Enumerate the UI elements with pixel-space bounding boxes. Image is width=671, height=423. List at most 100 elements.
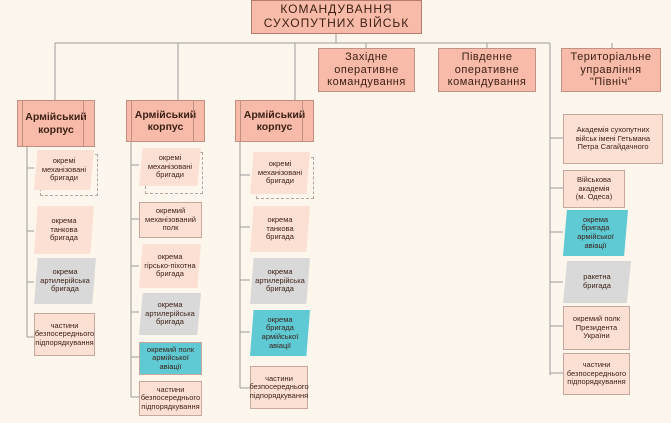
hq-title-line2: СУХОПУТНИХ ВІЙСЬК (263, 16, 410, 30)
unit-label: бригада (266, 284, 294, 294)
command-label: "Північ" (589, 76, 633, 89)
unit-tank-brigade: окрема танкова бригада (34, 206, 94, 254)
command-label: Південне (461, 51, 513, 64)
corps-label: корпус (38, 123, 74, 136)
unit-mechanized-regiment: окремий механізований полк (139, 202, 202, 238)
unit-label: безпосереднього (140, 393, 201, 403)
corps-label: корпус (256, 121, 293, 133)
unit-label: механізований (145, 214, 196, 224)
unit-label: артилерійська (255, 275, 305, 285)
command-label: оперативне (334, 63, 399, 76)
ground-forces-command: КОМАНДУВАННЯ СУХОПУТНИХ ВІЙСЬК (251, 0, 422, 34)
unit-label: підпорядкування (567, 377, 626, 387)
unit-ground-forces-academy: Академія сухопутних військ імені Гетьман… (563, 114, 663, 164)
army-corps-1: Армійський корпус (17, 100, 95, 147)
unit-label: авіації (159, 361, 182, 371)
unit-label: окрема (157, 252, 183, 262)
unit-artillery-brigade: окрема артилерійська бригада (250, 258, 310, 304)
unit-label: бригада (51, 284, 79, 294)
unit-label: бригада (156, 317, 184, 327)
unit-label: бригада (50, 233, 78, 243)
unit-label: окрема (267, 267, 293, 277)
unit-label: України (583, 331, 610, 341)
unit-missile-brigade: ракетна бригада (563, 261, 631, 303)
unit-presidential-regiment: окремий полк Президента України (563, 306, 630, 350)
unit-label: окремі (268, 159, 292, 169)
unit-army-aviation-regiment: окремий полк армійської авіації (139, 342, 202, 375)
unit-army-aviation-brigade: окрема бригада армійської авіації (563, 210, 628, 256)
unit-label: частини (265, 373, 293, 383)
unit-label: безпосереднього (566, 368, 627, 378)
command-label: командування (327, 76, 406, 89)
unit-label: бригада (581, 223, 610, 233)
unit-artillery-brigade: окрема артилерійська бригада (34, 258, 96, 304)
unit-label: бригада (583, 281, 611, 290)
unit-label: окрема (157, 300, 183, 310)
unit-label: бригади (50, 173, 78, 183)
unit-label: окрема (582, 214, 609, 224)
unit-label: авіації (584, 240, 607, 250)
unit-label: гірсько-піхотна (144, 260, 196, 270)
corps-label: Армійський (25, 111, 87, 124)
unit-label: безпосереднього (34, 329, 95, 339)
unit-label: армійської (261, 332, 299, 341)
unit-army-aviation-brigade: окрема бригада армійської авіації (250, 310, 310, 356)
unit-mechanized-brigades: окремі механізовані бригади (250, 152, 310, 194)
unit-label: авіації (268, 340, 292, 350)
command-label: оперативне (454, 63, 520, 76)
command-label: Територіальне (570, 51, 652, 64)
unit-label: армійської (577, 232, 614, 241)
unit-label: полк (162, 223, 179, 233)
command-label: командування (447, 76, 527, 89)
unit-direct-subordination: частини безпосереднього підпорядкування (139, 381, 202, 416)
unit-label: танкова (50, 224, 78, 234)
unit-label: окрема (267, 215, 293, 225)
unit-tank-brigade: окрема танкова бригада (250, 206, 310, 252)
unit-label: бригада (266, 323, 294, 333)
unit-label: механізовані (41, 164, 87, 174)
unit-label: безпосереднього (249, 382, 309, 392)
unit-label: окремий полк (146, 344, 195, 354)
unit-label: бригада (266, 232, 294, 242)
unit-label: механізовані (257, 167, 303, 177)
corps-label: Армійський (243, 108, 306, 121)
unit-label: (м. Одеса) (575, 192, 613, 202)
unit-label: бригада (156, 269, 184, 279)
territorial-administration-north: Територіальне управління "Північ" (561, 48, 661, 92)
command-label: Західне (345, 51, 388, 64)
unit-military-academy-odesa: Військова академія (м. Одеса) (563, 170, 625, 208)
hq-title-line1: КОМАНДУВАННЯ (280, 2, 393, 17)
unit-label: танкова (266, 223, 294, 233)
unit-label: окрема (267, 314, 293, 324)
command-label: управління (580, 63, 642, 76)
unit-mountain-infantry-brigade: окрема гірсько-піхотна бригада (139, 244, 201, 288)
unit-label: окремі (52, 156, 76, 166)
unit-label: механізовані (147, 161, 193, 171)
unit-label: Військова (576, 175, 612, 185)
unit-direct-subordination: частини безпосереднього підпорядкування (34, 313, 95, 356)
unit-label: окрема (51, 216, 77, 226)
unit-label: артилерійська (145, 308, 195, 318)
unit-label: Академія сухопутних (576, 125, 650, 135)
unit-label: окрема (52, 267, 78, 277)
unit-label: армійської (152, 353, 189, 363)
unit-label: підпорядкування (35, 337, 94, 347)
unit-direct-subordination: частини безпосереднього підпорядкування (563, 353, 630, 395)
unit-mechanized-brigades: окремі механізовані бригади (34, 150, 94, 190)
unit-label: академія (578, 183, 610, 193)
southern-command: Південне оперативне командування (438, 48, 536, 92)
unit-label: частини (156, 384, 185, 394)
unit-mechanized-brigades: окремі механізовані бригади (139, 148, 201, 186)
unit-label: окремий (155, 206, 186, 216)
western-command: Західне оперативне командування (318, 48, 415, 92)
corps-label: Армійський (134, 108, 197, 121)
unit-label: військ імені Гетьмана (575, 133, 651, 143)
army-corps-2: Армійський корпус (126, 100, 205, 142)
unit-direct-subordination: частини безпосереднього підпорядкування (249, 366, 309, 409)
unit-label: бригади (266, 176, 294, 186)
unit-label: Президента (575, 322, 618, 332)
unit-label: частини (582, 360, 611, 370)
unit-label: окремі (158, 153, 182, 163)
